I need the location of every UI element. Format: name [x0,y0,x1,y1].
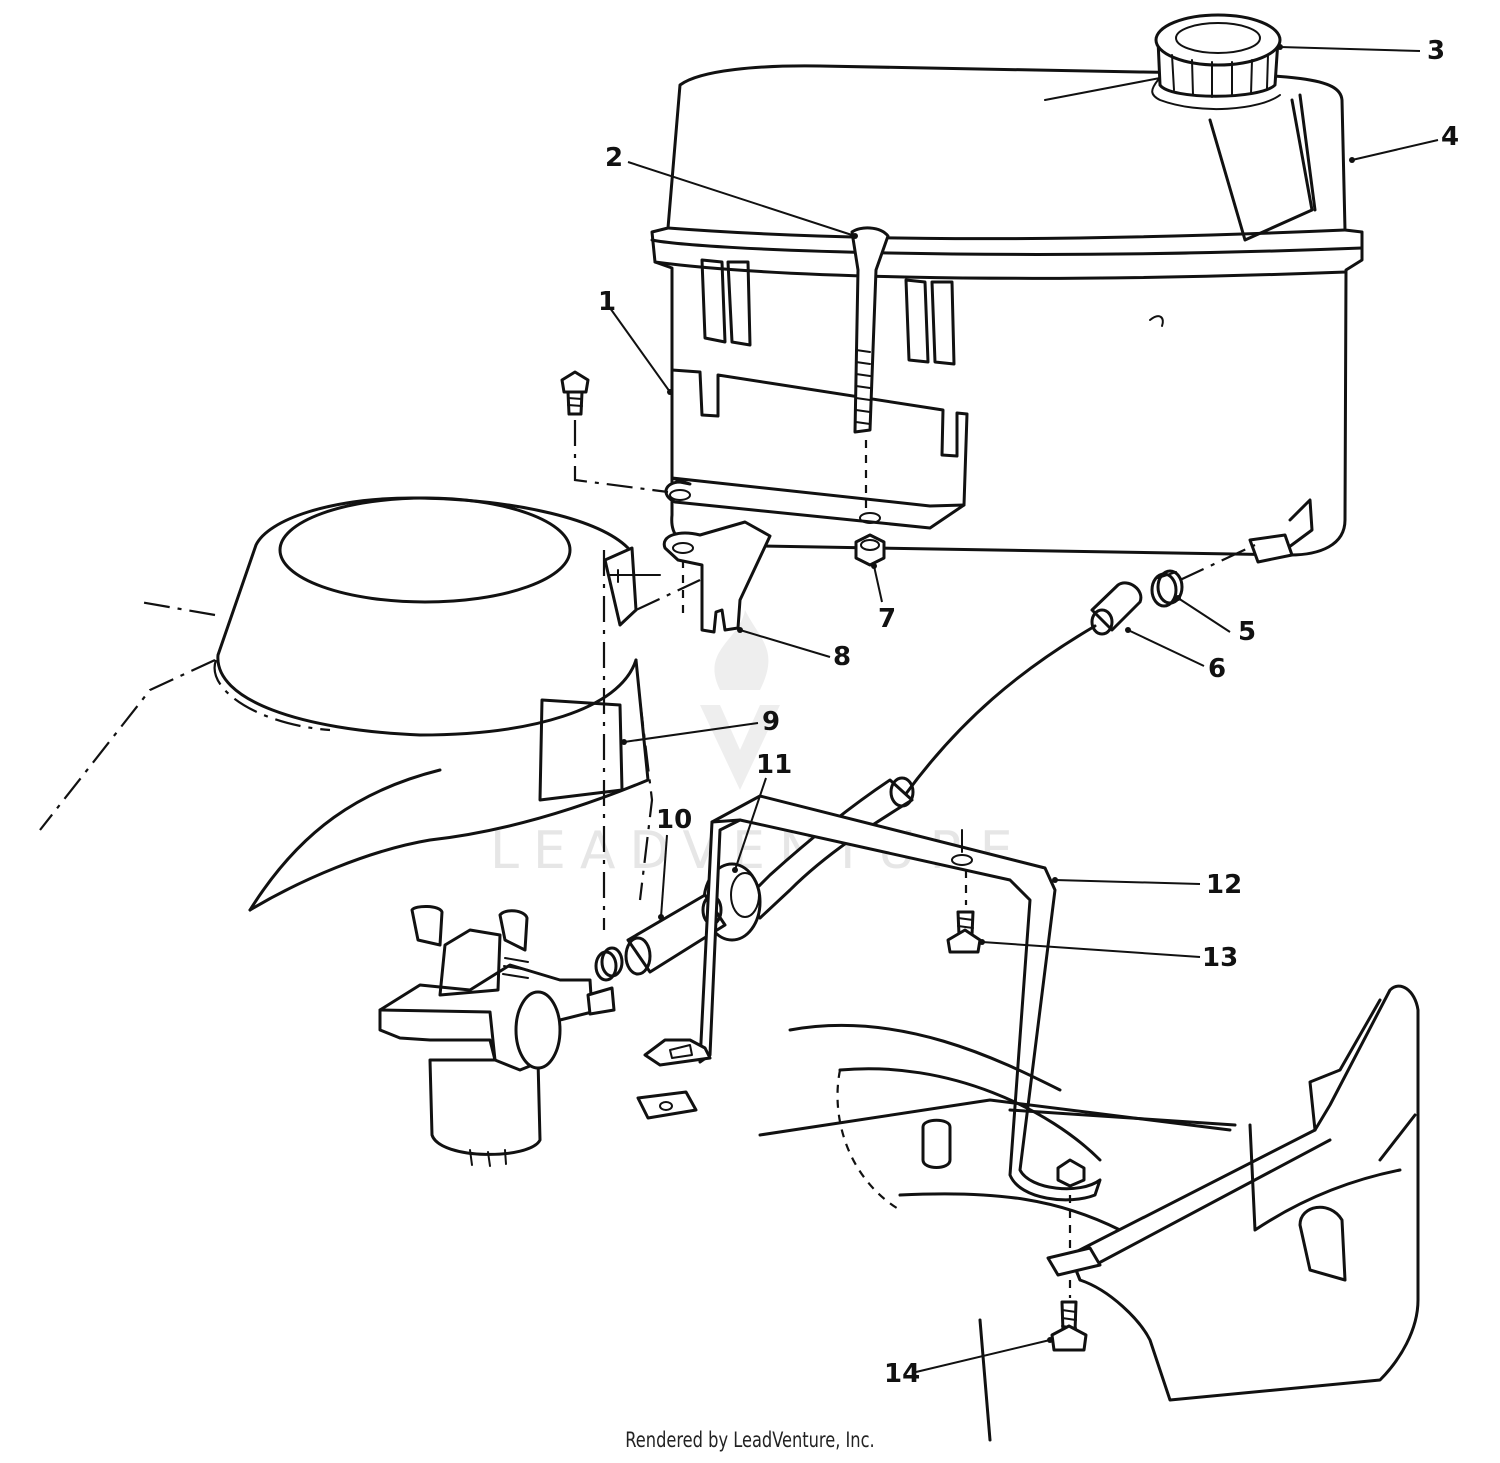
footer-credit: Rendered by LeadVenture, Inc. [625,1428,875,1452]
callout-1: 1 [598,287,616,317]
mount-bracket [662,520,772,634]
callout-3: 3 [1427,36,1445,66]
bracket-bolt [560,370,669,494]
callout-8: 8 [833,642,851,672]
callout-13: 13 [1202,943,1238,973]
engine-shroud [39,496,701,930]
callout-12: 12 [1206,870,1242,900]
callout-9: 9 [762,707,780,737]
callout-labels: 1 2 3 4 5 6 7 8 9 10 11 12 13 14 [598,36,1459,1389]
tank-bracket [664,368,969,530]
nut-plate [636,1090,698,1120]
watermark-logo-icon [700,610,780,790]
fuel-line [743,624,1097,920]
callout-10: 10 [656,805,692,835]
callout-2: 2 [605,143,623,173]
callout-11: 11 [756,750,792,780]
chassis-frame [758,984,1420,1442]
leader-lines [609,44,1439,1373]
callout-14: 14 [884,1359,920,1389]
nut [854,533,886,567]
shutoff-valve [624,862,762,976]
fuel-hose-section [1090,544,1256,636]
fuel-cap [1151,13,1282,111]
line-clamp [594,946,624,982]
frame-bolt [1050,1280,1088,1352]
callout-7: 7 [878,604,896,634]
support-bolt [946,870,982,954]
hose-clamp [1150,569,1184,608]
tank-strap [850,226,890,510]
callout-6: 6 [1208,654,1226,684]
callout-5: 5 [1238,617,1256,647]
callout-4: 4 [1441,122,1459,152]
carburetor [378,905,616,1167]
